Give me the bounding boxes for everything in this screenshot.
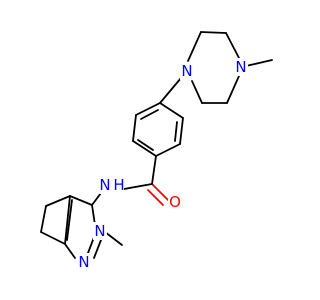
atom-pyrazole-n-methyl: N [93,222,107,240]
atom-carbonyl-oxygen: O [168,193,183,211]
atom-n-benzyl-piperazine: N [180,62,194,80]
piperazine-ring [187,31,273,104]
amide-group [123,155,169,206]
cyclopenta-pyrazole [40,192,123,259]
atom-pyrazole-n: N [77,253,91,271]
atom-amide-nh: N H [98,176,125,194]
molecule-diagram: N N O N H N N [40,31,273,271]
nitrogen-label: N [99,176,110,194]
atom-n-methyl-piperazine: N [234,58,248,76]
hydrogen-label: H [113,176,124,194]
methylene-linker [159,77,182,104]
nitrogen-label: N [94,222,105,240]
oxygen-label: O [169,193,181,211]
molecule-structure: N N O N H N N [40,31,273,271]
benzene-ring [132,102,184,157]
nitrogen-label: N [235,58,246,76]
nitrogen-label: N [78,253,89,271]
nitrogen-label: N [181,62,192,80]
